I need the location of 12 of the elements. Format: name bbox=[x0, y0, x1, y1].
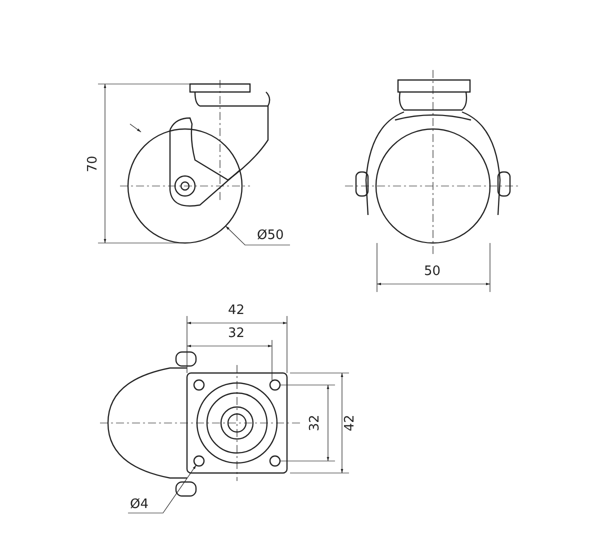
dimension-label: 42 bbox=[343, 414, 358, 432]
dimension-label: 50 bbox=[424, 265, 441, 279]
caster-wheel bbox=[127, 128, 243, 244]
dimension-label: 32 bbox=[308, 414, 322, 432]
dimension-label: Ø4 bbox=[130, 498, 149, 512]
leader-line bbox=[225, 226, 290, 246]
dimension-label: Ø50 bbox=[257, 229, 284, 243]
mounting-hole bbox=[193, 455, 205, 467]
leader-line bbox=[128, 464, 196, 514]
dimension-label: 70 bbox=[86, 156, 100, 172]
dimension-label: 32 bbox=[228, 327, 245, 341]
dimension-label: 42 bbox=[228, 304, 245, 318]
